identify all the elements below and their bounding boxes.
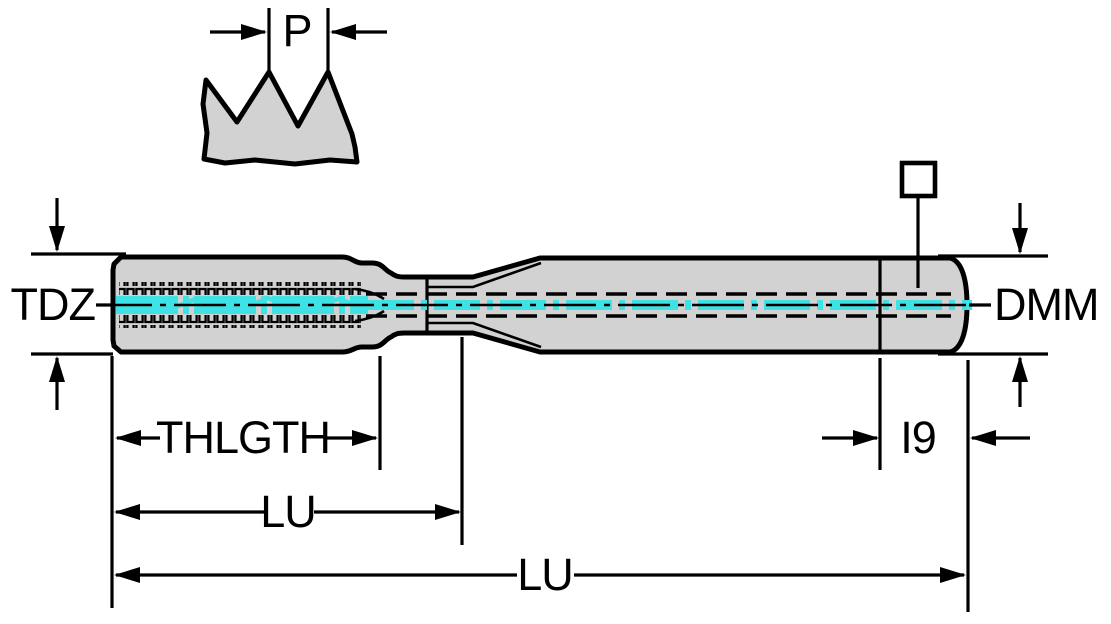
- taper-inner-line-top: [427, 261, 542, 289]
- l9-label: I9: [900, 412, 936, 463]
- dimension-lu-usable: LU: [114, 337, 464, 545]
- dimension-pitch: P: [210, 5, 387, 70]
- dimension-thlgth: THLGTH: [115, 356, 382, 470]
- taper-inner-line-bottom: [427, 321, 542, 349]
- dmm-label: DMM: [994, 279, 1098, 330]
- square-drive-icon: [899, 160, 938, 288]
- tap-tool: [100, 160, 975, 355]
- thlgth-label: THLGTH: [156, 412, 330, 463]
- dimension-l9: I9: [822, 358, 1030, 470]
- dimension-tdz: TDZ: [11, 198, 126, 410]
- lu-overall-label: LU: [517, 549, 573, 600]
- pitch-label: P: [282, 5, 311, 56]
- thread-teeth-top: [119, 282, 361, 295]
- tdz-label: TDZ: [11, 279, 96, 330]
- thread-profile-detail: P: [200, 5, 387, 167]
- thread-profile-shape: [200, 69, 360, 167]
- lu-usable-label: LU: [260, 486, 316, 537]
- thread-teeth-bottom: [119, 315, 361, 328]
- dimension-lu-overall: LU: [110, 356, 970, 612]
- square-symbol: [899, 160, 938, 199]
- dimension-dmm: DMM: [938, 203, 1099, 407]
